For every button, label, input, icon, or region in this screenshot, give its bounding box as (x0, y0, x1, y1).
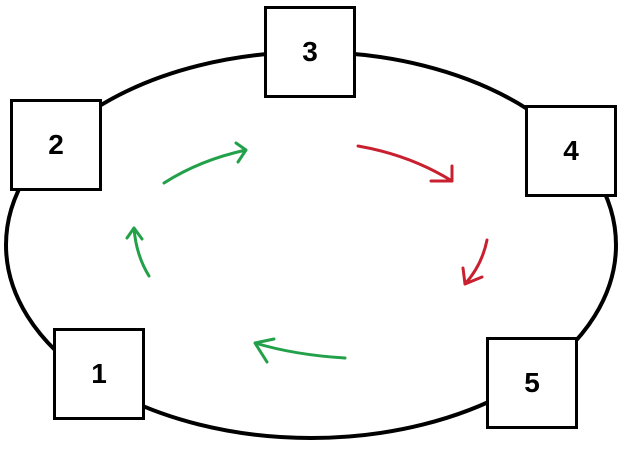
node-label: 1 (91, 358, 107, 389)
node-5: 5 (486, 337, 578, 429)
node-label: 2 (48, 129, 64, 160)
node-2: 2 (10, 99, 102, 191)
arrow-1-to-2 (125, 226, 151, 278)
node-label: 5 (524, 367, 540, 398)
node-3: 3 (264, 6, 356, 98)
arrow-2-to-3 (162, 141, 248, 185)
node-label: 4 (563, 135, 579, 166)
arrow-5-to-1 (253, 337, 347, 364)
arrow-3-to-4 (356, 144, 454, 183)
node-1: 1 (53, 328, 145, 420)
node-4: 4 (525, 105, 617, 197)
arrow-4-to-5 (461, 238, 489, 286)
node-label: 3 (302, 36, 318, 67)
